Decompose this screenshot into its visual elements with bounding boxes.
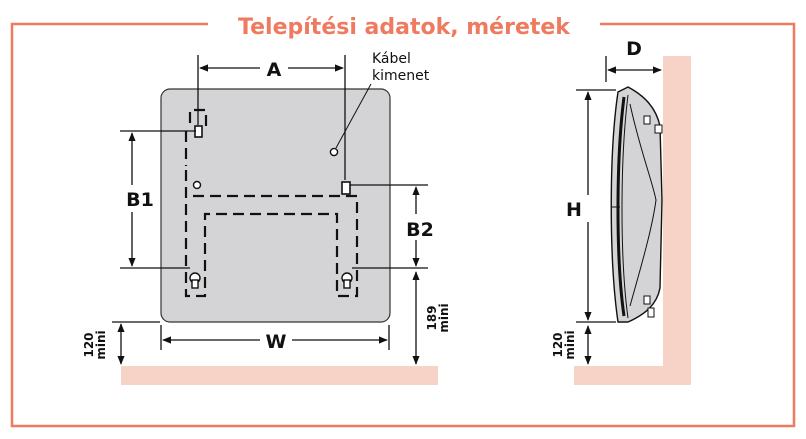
dimension-floor-clearance-front (112, 321, 160, 365)
heater-panel (160, 88, 391, 323)
cable-outlet-icon (329, 147, 339, 157)
cable-outlet-label-2: kimenet (372, 68, 430, 84)
diagram-title: Telepítési adatok, méretek (238, 15, 571, 40)
dimension-D (605, 56, 662, 82)
label-120-side: 120 (551, 332, 565, 357)
label-120-side-mini: mini (563, 330, 577, 359)
top-left-fixing (194, 125, 203, 138)
label-D: D (626, 38, 642, 60)
wall (663, 56, 691, 385)
screw-hole (192, 180, 202, 190)
label-H: H (566, 199, 582, 221)
side-view: D H 120 mini (551, 38, 691, 385)
top-right-fixing (341, 181, 351, 195)
label-W: W (266, 331, 287, 353)
label-120-front-mini: mini (94, 330, 108, 359)
frame-border (10, 22, 796, 428)
label-B1: B1 (126, 189, 154, 211)
label-189-mini: mini (437, 303, 451, 332)
cable-callout-line (335, 83, 372, 149)
dimension-H (576, 89, 616, 323)
floor-side (574, 366, 691, 385)
label-189: 189 (425, 305, 439, 330)
dimension-W (160, 325, 390, 350)
dimension-A (197, 55, 346, 180)
bottom-right-keyhole (341, 272, 353, 289)
heater-side-profile (610, 86, 663, 323)
label-B2: B2 (406, 219, 434, 241)
dimension-B1 (120, 130, 196, 269)
floor-front (121, 366, 438, 385)
front-view: A Kábel kimenet B1 B2 189 mini (82, 51, 451, 385)
dimension-B2 (350, 184, 428, 269)
label-120-front: 120 (82, 332, 96, 357)
bottom-left-keyhole (189, 272, 201, 289)
label-A: A (267, 59, 282, 81)
cable-outlet-label-1: Kábel (372, 51, 411, 67)
